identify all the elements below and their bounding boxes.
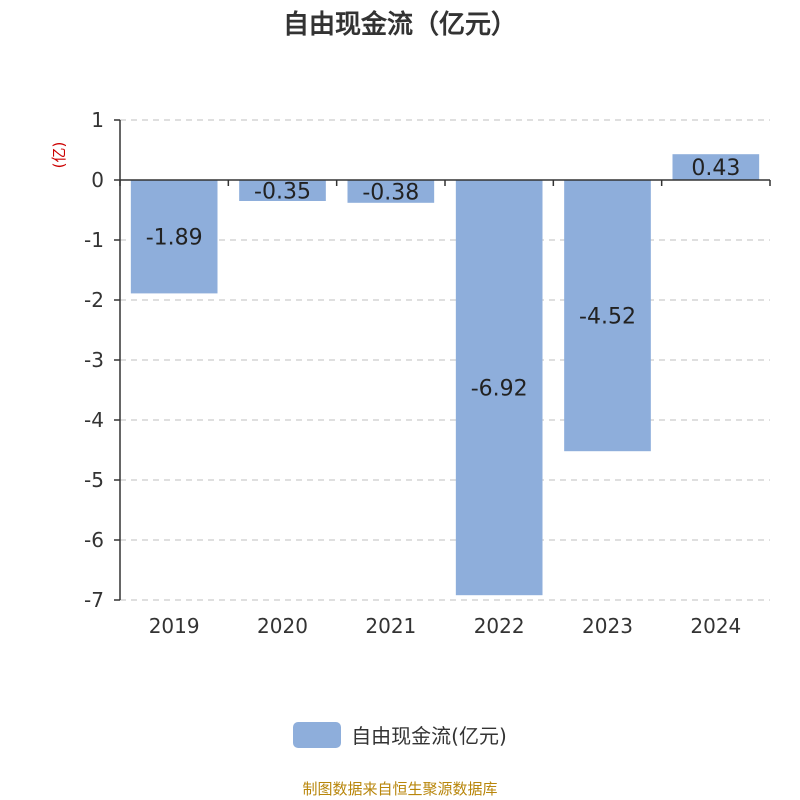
y-tick-label: 1 [91, 108, 104, 132]
x-tick-label: 2020 [257, 614, 308, 638]
y-axis-label: (亿) [50, 142, 68, 169]
legend: 自由现金流(亿元) [0, 720, 800, 749]
x-tick-label: 2024 [690, 614, 741, 638]
source-note: 制图数据来自恒生聚源数据库 [302, 780, 498, 798]
y-tick-label: -2 [84, 288, 104, 312]
y-tick-label: -1 [84, 228, 104, 252]
data-label: -4.52 [579, 305, 636, 330]
y-tick-label: -6 [84, 528, 104, 552]
x-tick-label: 2023 [582, 614, 633, 638]
y-tick-label: -4 [84, 408, 104, 432]
chart-title: 自由现金流（亿元） [282, 10, 517, 40]
data-label: 0.43 [691, 156, 740, 181]
bar-chart: 1 0 -1 -2 -3 -4 -5 -6 -7 2019 2020 2021 2022 2023 202… [50, 108, 771, 638]
y-tick-label: 0 [91, 168, 104, 192]
x-tick-label: 2021 [365, 614, 416, 638]
bars [130, 154, 760, 596]
bar [672, 154, 760, 180]
bar [564, 180, 651, 452]
bar [130, 180, 218, 294]
bar [239, 180, 326, 201]
x-tick-label: 2022 [474, 614, 525, 638]
y-tick-label: -5 [84, 468, 104, 492]
data-label: -0.35 [254, 180, 311, 205]
bar [347, 180, 435, 203]
y-axis-ticks: 1 0 -1 -2 -3 -4 -5 -6 -7 [84, 108, 120, 612]
data-label: -0.38 [362, 180, 419, 205]
x-axis-ticks: 2019 2020 2021 2022 2023 2024 [119, 180, 771, 638]
legend-label: 自由现金流(亿元) [351, 724, 507, 748]
legend-swatch [293, 721, 342, 748]
gridlines [120, 119, 770, 601]
bar [455, 180, 543, 596]
data-labels: -1.89 -0.35 -0.38 -6.92 -4.52 0.43 [146, 156, 741, 402]
data-label: -1.89 [146, 226, 203, 251]
data-label: -6.92 [471, 377, 528, 402]
y-tick-label: -3 [84, 348, 104, 372]
y-tick-label: -7 [84, 588, 104, 612]
x-tick-label: 2019 [149, 614, 200, 638]
